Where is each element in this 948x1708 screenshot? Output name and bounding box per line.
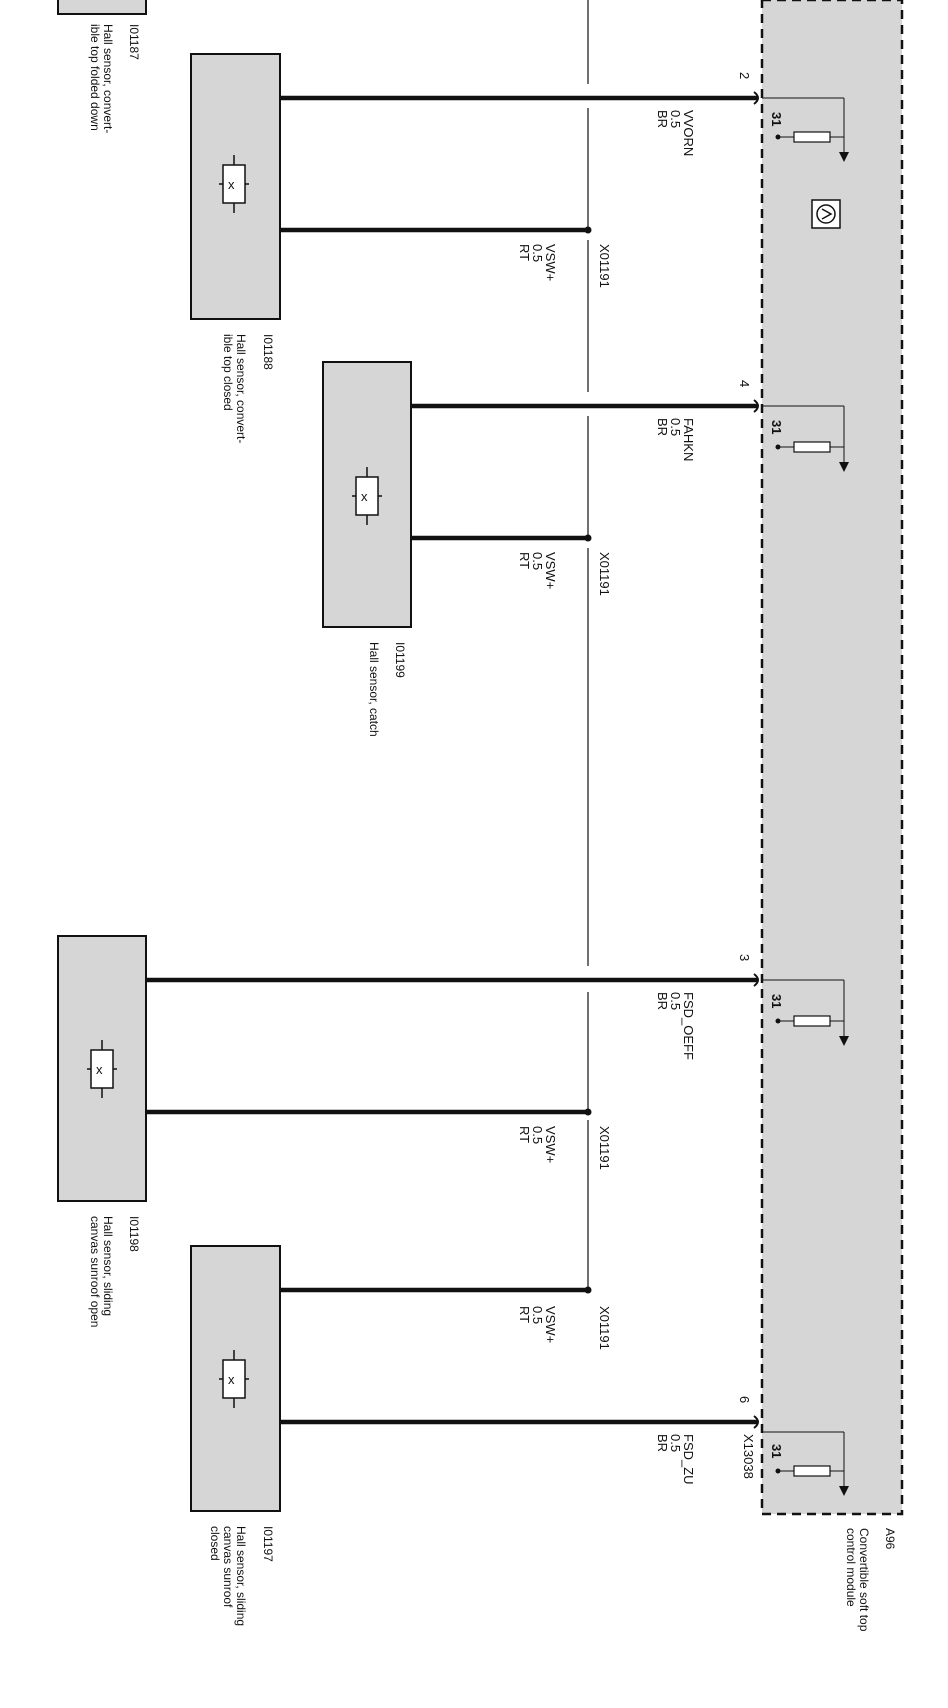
svg-text:Hall sensor, convert-: Hall sensor, convert- [234,334,248,443]
ground-pin-label-4: 31 [769,420,784,434]
svg-text:ible top folded down: ible top folded down [88,24,102,131]
pin-6-resistor [762,1431,849,1496]
pin-number-2: 2 [737,72,752,79]
pin-2-resistor [762,97,849,162]
sensor-box-i01199: x [322,361,412,628]
wire-label-pin-3: FSD_OEFF 0.5 BR [655,992,696,1060]
svg-text:VSW+: VSW+ [543,1126,558,1163]
svg-text:BR: BR [655,418,670,436]
svg-text:canvas sunroof: canvas sunroof [221,1526,235,1608]
wire-label-pin-4: FAHKN 0.5 BR [655,418,696,461]
svg-text:0.5: 0.5 [668,110,683,128]
svg-text:X01191: X01191 [597,552,612,596]
svg-text:X01191: X01191 [597,1126,612,1170]
sensor-caption-i01188: I01188 Hall sensor, convert- ible top cl… [221,334,275,443]
svg-text:X01191: X01191 [597,1306,612,1350]
ground-pin-label-3: 31 [769,994,784,1008]
pin-terminals [753,91,759,1429]
sensor-caption-i01198: I01198 Hall sensor, sliding canvas sunro… [88,1216,141,1327]
svg-text:Hall sensor, catch: Hall sensor, catch [367,642,381,737]
sensor-box-i01188: x [190,53,281,320]
svg-text:x: x [361,489,368,504]
svg-text:canvas sunroof open: canvas sunroof open [88,1216,102,1327]
pin-number-6: 6 [737,1396,752,1403]
sensor-box-i01187 [57,0,147,15]
svg-text:FSD_OEFF: FSD_OEFF [681,992,696,1060]
svg-text:x: x [96,1062,103,1077]
svg-text:x: x [228,177,235,192]
svg-text:0.5: 0.5 [530,1306,545,1324]
svg-text:VSW+: VSW+ [543,1306,558,1343]
svg-text:BR: BR [655,110,670,128]
pin-3-resistor [762,979,849,1046]
svg-text:BR: BR [655,1434,670,1452]
sensor-box-i01198: x [57,935,147,1202]
supply-label-1: X01191 VSW+ 0.5 RT [517,244,612,288]
wire-label-pin-2: VVORN 0.5 BR [655,110,696,156]
svg-text:I01187: I01187 [127,24,141,60]
svg-text:0.5: 0.5 [668,992,683,1010]
svg-text:RT: RT [517,1126,532,1143]
svg-text:ible top closed: ible top closed [221,334,235,411]
svg-text:closed: closed [208,1526,222,1561]
pin-number-4: 4 [737,380,752,387]
svg-text:VSW+: VSW+ [543,244,558,281]
svg-text:I01188: I01188 [261,334,275,370]
svg-text:RT: RT [517,244,532,261]
supply-wires [146,227,588,1293]
svg-text:Hall sensor, convert-: Hall sensor, convert- [101,24,115,133]
sensor-caption-i01187: I01187 Hall sensor, convert- ible top fo… [88,24,141,133]
ground-pin-label-2: 31 [769,112,784,126]
control-module-icon [811,199,841,229]
svg-text:control module: control module [844,1528,858,1607]
svg-text:RT: RT [517,1306,532,1323]
supply-label-2: X01191 VSW+ 0.5 RT [517,552,612,596]
svg-text:BR: BR [655,992,670,1010]
supply-label-3: X01191 VSW+ 0.5 RT [517,1126,612,1170]
svg-text:0.5: 0.5 [530,244,545,262]
ground-pin-label-6: 31 [769,1444,784,1458]
sensor-box-i01197: x [190,1245,281,1512]
svg-text:VVORN: VVORN [681,110,696,156]
svg-text:X01191: X01191 [597,244,612,288]
svg-text:I01199: I01199 [393,642,407,678]
control-module-box [760,0,904,1516]
svg-text:Hall sensor, sliding: Hall sensor, sliding [101,1216,115,1316]
svg-text:FAHKN: FAHKN [681,418,696,461]
module-caption: A96 Convertible soft top control module [844,1528,897,1632]
svg-text:A96: A96 [883,1528,897,1550]
svg-text:0.5: 0.5 [530,552,545,570]
svg-text:Convertible soft top: Convertible soft top [857,1528,871,1632]
svg-text:Hall sensor, sliding: Hall sensor, sliding [234,1526,248,1626]
svg-text:0.5: 0.5 [530,1126,545,1144]
svg-text:VSW+: VSW+ [543,552,558,589]
supply-label-4: X01191 VSW+ 0.5 RT [517,1306,612,1350]
svg-text:X13038: X13038 [741,1434,756,1479]
sensor-caption-i01199: I01199 Hall sensor, catch [367,642,407,737]
svg-text:FSD_ZU: FSD_ZU [681,1434,696,1485]
svg-text:0.5: 0.5 [668,1434,683,1452]
svg-text:I01198: I01198 [127,1216,141,1252]
wire-label-pin-6: X13038 FSD_ZU 0.5 BR [655,1434,756,1485]
pin-number-3: 3 [737,954,752,961]
svg-text:x: x [228,1372,235,1387]
svg-text:I01197: I01197 [261,1526,275,1562]
svg-text:0.5: 0.5 [668,418,683,436]
supply-junctions [584,226,592,1294]
signal-wires [146,95,758,1425]
svg-text:RT: RT [517,552,532,569]
sensor-caption-i01197: I01197 Hall sensor, sliding canvas sunro… [208,1526,275,1626]
pin-4-resistor [762,405,849,472]
